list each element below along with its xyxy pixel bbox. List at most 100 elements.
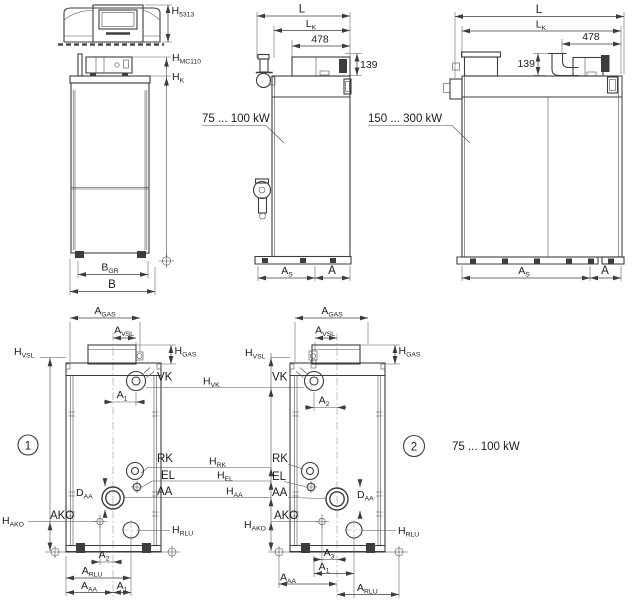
vk-connection-2 bbox=[295, 367, 325, 392]
silencer-unit bbox=[452, 51, 502, 77]
boiler-top-cap bbox=[69, 75, 151, 84]
label-a-rlu-1: ARLU bbox=[82, 565, 103, 579]
label-h-vsl-2: HVSL bbox=[245, 347, 266, 361]
label-a-vsl-1: AVSL bbox=[114, 325, 134, 339]
label-vk-1: VK bbox=[157, 372, 173, 384]
mc110-control-unit bbox=[85, 56, 133, 76]
label-h-rk: HRK bbox=[209, 456, 227, 470]
label-h-5313: H5313 bbox=[172, 5, 195, 19]
label-lk-small: LK bbox=[306, 18, 317, 32]
foot bbox=[301, 543, 310, 553]
foot bbox=[366, 543, 375, 553]
el-connection-2 bbox=[305, 481, 317, 493]
label-478-large: 478 bbox=[582, 31, 600, 43]
label-b: B bbox=[108, 279, 116, 291]
label-a-s-small: AS bbox=[281, 265, 293, 279]
label-a-rlu-2: ARLU bbox=[357, 582, 378, 596]
label-h-rlu-1: HRLU bbox=[172, 524, 193, 538]
view-side-small: L LK 478 139 bbox=[202, 4, 378, 281]
label-rk-2: RK bbox=[272, 453, 288, 465]
label-lk-large: LK bbox=[536, 19, 547, 33]
boiler-side-body-large bbox=[443, 75, 623, 258]
label-h-aa: HAA bbox=[226, 486, 243, 500]
label-aa-1: AA bbox=[157, 486, 173, 498]
label-aa-2: AA bbox=[272, 487, 288, 499]
label-h-vsl-1: HVSL bbox=[14, 346, 35, 360]
label-a3-2: A3 bbox=[324, 547, 335, 561]
foot-right bbox=[137, 251, 146, 258]
label-power-bottom-2: 75 ... 100 kW bbox=[452, 441, 520, 453]
label-h-ako-2: HAKO bbox=[244, 519, 266, 533]
burner-box bbox=[572, 55, 610, 77]
gas-valve bbox=[255, 53, 276, 89]
gas-manifold-1 bbox=[87, 344, 144, 365]
foot bbox=[76, 543, 85, 553]
label-h-gas-2: HGAS bbox=[399, 345, 421, 359]
power-leader-large bbox=[368, 125, 471, 144]
label-l-large: L bbox=[536, 4, 543, 16]
rk-connection-1 bbox=[125, 461, 145, 481]
view-side-large: L LK 478 139 bbox=[368, 4, 625, 281]
label-h-ako-1: HAKO bbox=[2, 515, 24, 529]
burner-unit bbox=[291, 56, 351, 77]
el-connection-1 bbox=[131, 481, 143, 493]
label-139-small: 139 bbox=[360, 59, 378, 71]
gas-manifold-2 bbox=[308, 344, 361, 369]
label-index-1: 1 bbox=[25, 441, 31, 453]
vk-connection-1 bbox=[125, 367, 155, 392]
label-index-2: 2 bbox=[411, 442, 417, 454]
aa-connection-1 bbox=[101, 486, 125, 510]
label-rk-1: RK bbox=[157, 453, 173, 465]
base-frame bbox=[254, 255, 352, 265]
boiler-body bbox=[70, 82, 150, 254]
label-h-el: HEL bbox=[217, 470, 233, 484]
label-a2-top-2: A2 bbox=[319, 395, 330, 409]
label-a-large: A bbox=[601, 265, 609, 277]
label-a-aa-1: AAA bbox=[81, 580, 98, 594]
boiler-side-body bbox=[271, 75, 352, 258]
rlu-opening-2 bbox=[344, 520, 364, 540]
pump-fitting bbox=[252, 178, 272, 220]
foot bbox=[142, 543, 151, 553]
view-control-unit: H5313 bbox=[58, 4, 195, 46]
label-a1-2: A1 bbox=[319, 561, 330, 575]
label-h-k: HK bbox=[172, 71, 185, 85]
index-circle-2 bbox=[402, 434, 426, 458]
label-el-2: EL bbox=[272, 471, 287, 483]
label-h-vk: HVK bbox=[203, 376, 220, 390]
label-ako-2: AKO bbox=[274, 510, 298, 522]
label-d-aa-1: DAA bbox=[76, 487, 93, 501]
label-l-small: L bbox=[299, 4, 306, 16]
label-h-mc110: HMC110 bbox=[172, 52, 201, 66]
datum-symbol bbox=[159, 253, 174, 269]
label-a-gas-1: AGAS bbox=[94, 305, 116, 319]
rk-connection-2 bbox=[300, 461, 320, 481]
label-478-small: 478 bbox=[311, 34, 329, 46]
base-frame-large bbox=[456, 256, 625, 265]
datum-symbols-1 bbox=[45, 546, 180, 558]
label-139-large: 139 bbox=[517, 58, 535, 70]
flue-duct bbox=[547, 52, 579, 77]
rlu-opening-1 bbox=[121, 520, 141, 540]
label-a2-1: A2 bbox=[99, 549, 110, 563]
label-a-small: A bbox=[328, 265, 336, 277]
label-el-1: EL bbox=[161, 470, 176, 482]
label-a-gas-2: AGAS bbox=[321, 305, 343, 319]
power-leader-small bbox=[202, 125, 285, 144]
view-bottom-2: 2 75 ... 100 kW AGAS bbox=[244, 305, 520, 600]
label-power-small: 75 ... 100 kW bbox=[202, 113, 270, 125]
view-bottom-1: 1 AGAS AVSL HVSL bbox=[2, 305, 271, 600]
label-a1-bottom-1: A1 bbox=[117, 580, 128, 594]
label-h-gas-1: HGAS bbox=[175, 345, 197, 359]
label-a1-top-1: A1 bbox=[117, 389, 128, 403]
boiler-outline-2 bbox=[289, 362, 386, 553]
aa-connection-2 bbox=[325, 487, 349, 511]
label-a-aa-2: AAA bbox=[280, 572, 297, 586]
side-rails bbox=[72, 90, 148, 250]
sensor-pipe bbox=[77, 53, 83, 77]
index-circle-1 bbox=[17, 434, 39, 456]
label-power-large: 150 ... 300 kW bbox=[368, 113, 442, 125]
label-b-gr: BGR bbox=[101, 262, 118, 276]
